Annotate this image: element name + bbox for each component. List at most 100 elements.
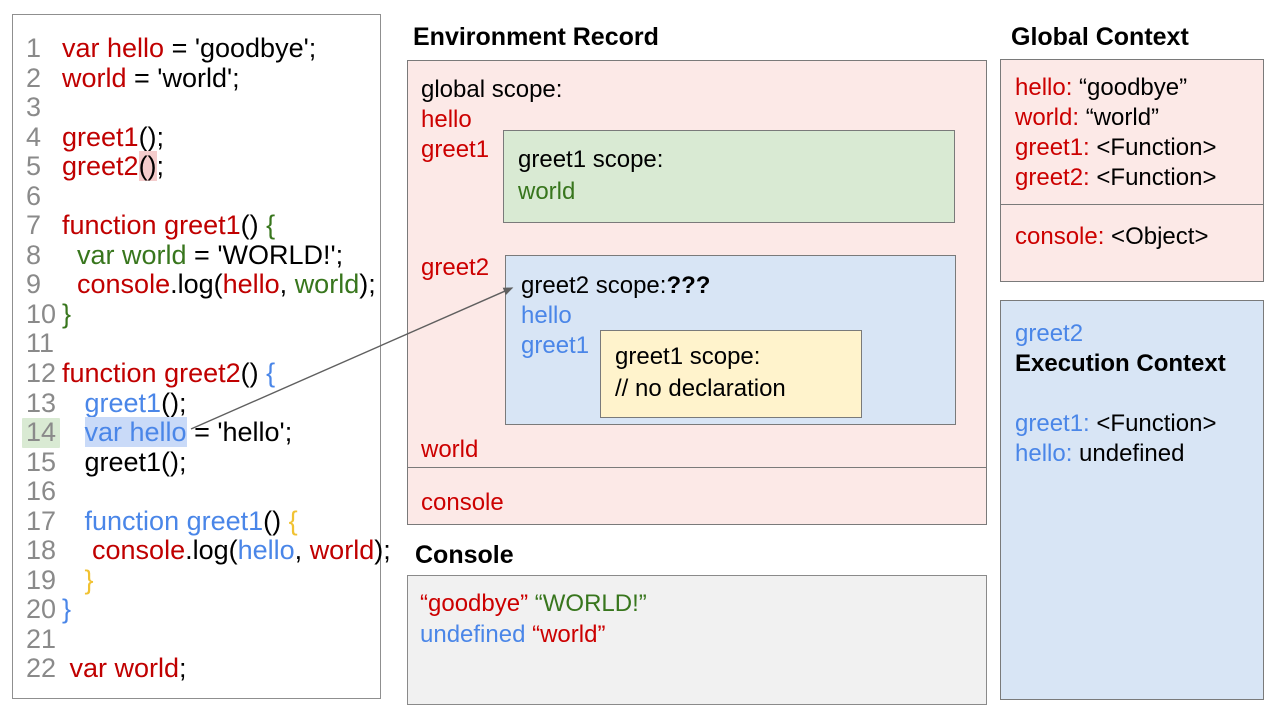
line-number-text: 1: [26, 33, 42, 63]
text-token: [62, 240, 77, 270]
global-context-console: console: <Object>: [1015, 222, 1263, 252]
line-number: 16: [13, 477, 62, 507]
line-number-text: 18: [26, 535, 57, 566]
text-token: greet1:: [1015, 134, 1090, 161]
text-token: (): [240, 358, 267, 389]
global-context-var: greet1: <Function>: [1015, 133, 1263, 163]
text-token: world:: [1015, 104, 1080, 131]
line-number: 22: [13, 654, 62, 684]
text-token: ;: [156, 151, 165, 182]
code-line: 9 console.log(hello, world);: [13, 270, 380, 300]
env-console-strip: console: [407, 466, 987, 525]
line-number-text: 4: [26, 121, 42, 152]
line-number-text: 13: [26, 387, 57, 418]
text-token: );: [359, 269, 376, 300]
console-output-line: “goodbye” “WORLD!”: [420, 589, 647, 619]
line-number-text: 5: [26, 151, 42, 182]
text-token: hello:: [1015, 440, 1073, 467]
text-token: “goodbye”: [1072, 74, 1188, 101]
line-number: 18: [13, 536, 62, 566]
text-token: }: [62, 564, 94, 595]
text-token: world: [62, 62, 127, 93]
code-text: greet1();: [62, 387, 187, 419]
line-number-text: 16: [26, 476, 57, 507]
text-token: .log(: [185, 535, 238, 566]
execution-context-heading: Execution Context: [1015, 350, 1226, 377]
text-token: function greet2: [62, 358, 241, 389]
execution-context-name: greet2: [1015, 320, 1084, 347]
line-number-text: 15: [26, 446, 57, 477]
code-text: }: [62, 595, 71, 625]
text-token: greet1();: [62, 446, 187, 477]
text-token: ();: [161, 387, 187, 418]
text-token: var hello: [62, 33, 165, 63]
env-greet2-label: greet2: [421, 254, 490, 281]
code-line: 13 greet1();: [13, 387, 380, 419]
greet1-scope-title: greet1 scope:: [518, 146, 664, 173]
code-line: 17 function greet1() {: [13, 506, 380, 537]
code-text: console.log(hello, world);: [62, 536, 391, 566]
global-context-box: hello: “goodbye” world: “world” greet1: …: [1000, 59, 1264, 282]
text-token: undefined: [1072, 440, 1185, 467]
text-token: <Function>: [1089, 134, 1217, 161]
text-token: undefined: [420, 621, 526, 648]
line-number: 11: [13, 329, 62, 359]
text-token: = 'world';: [126, 62, 240, 93]
line-number: 6: [13, 181, 62, 212]
text-token: var world: [77, 239, 187, 270]
text-token: [62, 269, 77, 299]
code-text: function greet1() {: [62, 506, 298, 537]
text-token: [528, 590, 535, 617]
code-line: 19 }: [13, 564, 380, 596]
text-token: <Function>: [1089, 410, 1217, 437]
greet2-scope-title: greet2 scope:???: [521, 271, 710, 301]
text-token: greet1: [84, 387, 162, 418]
greet2-scope-var-hello: hello: [521, 302, 572, 329]
line-number: 9: [13, 270, 62, 300]
text-token: .log(: [170, 269, 223, 300]
text-token: (): [138, 151, 157, 182]
code-line: 22 var world;: [13, 654, 380, 684]
text-token: hello: [222, 269, 280, 300]
text-token: <Object>: [1104, 222, 1209, 250]
line-number: 10: [13, 299, 62, 330]
code-text: greet1();: [62, 121, 165, 153]
line-number: 20: [13, 595, 62, 625]
text-token: ();: [138, 121, 165, 152]
code-text: world = 'world';: [62, 62, 240, 94]
code-line: 10}: [13, 299, 380, 330]
code-line: 16: [13, 477, 380, 507]
code-text: function greet1() {: [62, 211, 275, 241]
spacer: [1015, 379, 1263, 409]
code-text: var hello = 'hello';: [62, 417, 292, 448]
line-number-text: 20: [26, 594, 57, 625]
greet1-scope-var-world: world: [518, 178, 576, 205]
line-number: 8: [13, 240, 62, 271]
text-token: “goodbye”: [420, 590, 529, 617]
line-number-text: 21: [26, 623, 57, 654]
line-number-text: 14: [22, 418, 61, 448]
text-token: }: [62, 594, 72, 625]
code-text: greet2();: [62, 151, 165, 182]
inner-scope-title: greet1 scope:: [615, 343, 761, 370]
line-number: 19: [13, 565, 62, 596]
line-number-text: 22: [26, 653, 57, 684]
environment-record-title: Environment Record: [413, 23, 659, 51]
code-line: 14 var hello = 'hello';: [13, 417, 380, 448]
code-line: 18 console.log(hello, world);: [13, 536, 391, 566]
text-token: “world”: [1079, 104, 1160, 131]
greet2-scope-var-greet1: greet1: [521, 332, 590, 359]
line-number-text: 3: [26, 92, 42, 123]
code-text: greet1();: [62, 446, 187, 478]
console-output-box: “goodbye” “WORLD!” undefined “world”: [407, 575, 987, 705]
environment-record-box: global scope: hello greet1 greet2 world …: [407, 60, 987, 468]
code-line: 8 var world = 'WORLD!';: [13, 239, 380, 271]
line-number: 21: [13, 623, 62, 655]
text-token: );: [374, 535, 391, 566]
text-token: ;: [179, 653, 187, 684]
code-text: var world;: [62, 654, 187, 684]
text-token: console:: [1015, 222, 1105, 250]
global-context-var: hello: “goodbye”: [1015, 73, 1263, 103]
